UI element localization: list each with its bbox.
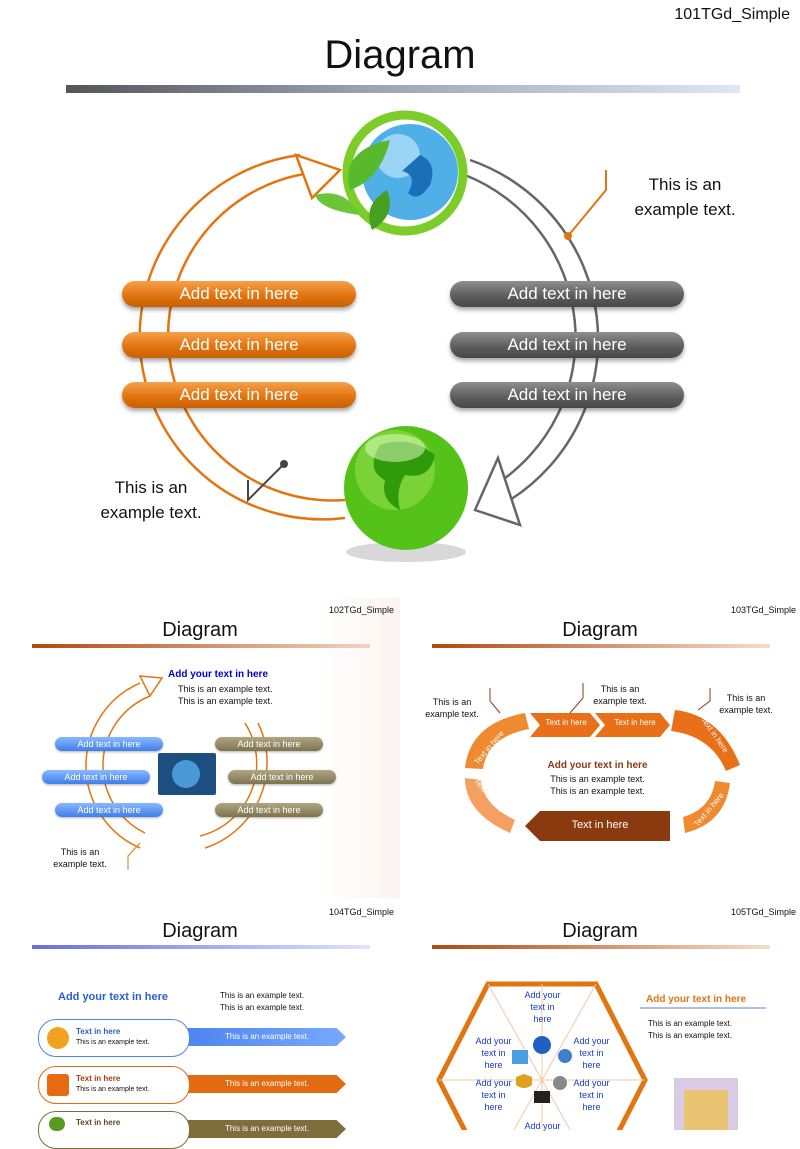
note-top-right: This is an example text. <box>634 175 736 219</box>
hex-item-5: Add your text in here <box>573 1078 610 1112</box>
slide-code: 103TGd_Simple <box>730 605 796 615</box>
body-text: This is an example text. This is an exam… <box>178 684 273 706</box>
right-item-1[interactable]: Add text in here <box>215 737 323 751</box>
hexagon-diagram <box>436 981 766 1130</box>
hex-item-3: Add your text in here <box>573 1036 610 1070</box>
arrow-label-1: Text in here <box>545 718 587 727</box>
slide-code: 101TGd_Simple <box>674 6 790 23</box>
monitor-icon <box>534 1091 550 1103</box>
title-divider <box>32 644 370 648</box>
row-card-3[interactable]: Text in here <box>38 1111 190 1149</box>
heading: Add your text in here <box>646 994 747 1005</box>
cycle-arrows <box>85 675 268 870</box>
title-divider <box>66 85 740 93</box>
note-3: This is an example text. <box>719 693 773 715</box>
title-divider <box>32 945 370 949</box>
cycle-arrows <box>138 110 607 562</box>
left-item-3[interactable]: Add text in here <box>122 382 356 408</box>
slide-title: Diagram <box>562 619 638 641</box>
orange-arrowhead <box>293 152 343 201</box>
row-bar-2: This is an example text. <box>188 1075 346 1093</box>
hex-item-4: Add your text in here <box>475 1078 512 1112</box>
row-bar-1: This is an example text. <box>188 1028 346 1046</box>
hex-item-1: Add your text in here <box>524 990 561 1024</box>
books-icon <box>512 1050 528 1064</box>
slide-104: 104TGd_Simple Diagram Add your text in h… <box>0 900 400 1149</box>
left-item-2[interactable]: Add text in here <box>122 332 356 358</box>
right-item-3[interactable]: Add text in here <box>450 382 684 408</box>
body-text: This is an example text. This is an exam… <box>220 991 305 1012</box>
gears-icon <box>553 1076 567 1090</box>
eco-globe-icon <box>315 110 468 236</box>
row-card-2[interactable]: Text in here This is an example text. <box>38 1066 190 1104</box>
arrow-label-2: Text in here <box>614 718 656 727</box>
hex-item-2: Add your text in here <box>475 1036 512 1070</box>
left-item-2[interactable]: Add text in here <box>42 770 150 784</box>
note-1: This is an example text. <box>425 697 479 719</box>
left-item-1[interactable]: Add text in here <box>55 737 163 751</box>
slide-102: 102TGd_Simple Diagram Add your text in h… <box>0 598 400 898</box>
arrows-icon <box>47 1074 69 1096</box>
row-bar-3: This is an example text. <box>188 1120 346 1138</box>
left-item-1[interactable]: Add text in here <box>122 281 356 307</box>
right-item-2[interactable]: Add text in here <box>228 770 336 784</box>
gray-arrowhead <box>473 454 522 527</box>
note-bottom-left: This is an example text. <box>100 478 202 522</box>
slide-code: 105TGd_Simple <box>730 907 796 917</box>
arrow-loop <box>465 683 740 841</box>
green-globe-icon <box>344 426 468 562</box>
title-divider <box>432 945 770 949</box>
heading: Add your text in here <box>58 991 169 1003</box>
arrow-label-5: Text in here <box>571 819 629 831</box>
body-text: This is an example text. This is an exam… <box>648 1019 733 1040</box>
title-divider <box>432 644 770 648</box>
shield-icon <box>516 1074 532 1088</box>
slide-title: Diagram <box>162 920 238 942</box>
user-icon <box>558 1049 572 1063</box>
center-heading: Add your text in here <box>547 760 648 771</box>
note: This is an example text. <box>53 847 107 869</box>
note-2: This is an example text. <box>593 684 647 706</box>
gear-icon <box>47 1027 69 1049</box>
right-item-3[interactable]: Add text in here <box>215 803 323 817</box>
center-body: This is an example text. This is an exam… <box>550 774 645 796</box>
plant-icon <box>49 1117 65 1131</box>
globe-icon <box>533 1036 551 1054</box>
left-item-3[interactable]: Add text in here <box>55 803 163 817</box>
right-item-2[interactable]: Add text in here <box>450 332 684 358</box>
right-item-1[interactable]: Add text in here <box>450 281 684 307</box>
slide-code: 102TGd_Simple <box>328 605 394 615</box>
slide-105: 105TGd_Simple Diagram Add your text in h… <box>400 900 800 1131</box>
slide-title: Diagram <box>562 920 638 942</box>
slide-title: Diagram <box>324 33 476 77</box>
slide-title: Diagram <box>162 619 238 641</box>
hex-item-6: Add your <box>524 1121 561 1131</box>
slide-103: 103TGd_Simple Diagram This is an example… <box>400 598 800 898</box>
row-card-1[interactable]: Text in here This is an example text. <box>38 1019 190 1057</box>
slide-code: 104TGd_Simple <box>328 907 394 917</box>
heading: Add your text in here <box>168 669 269 680</box>
